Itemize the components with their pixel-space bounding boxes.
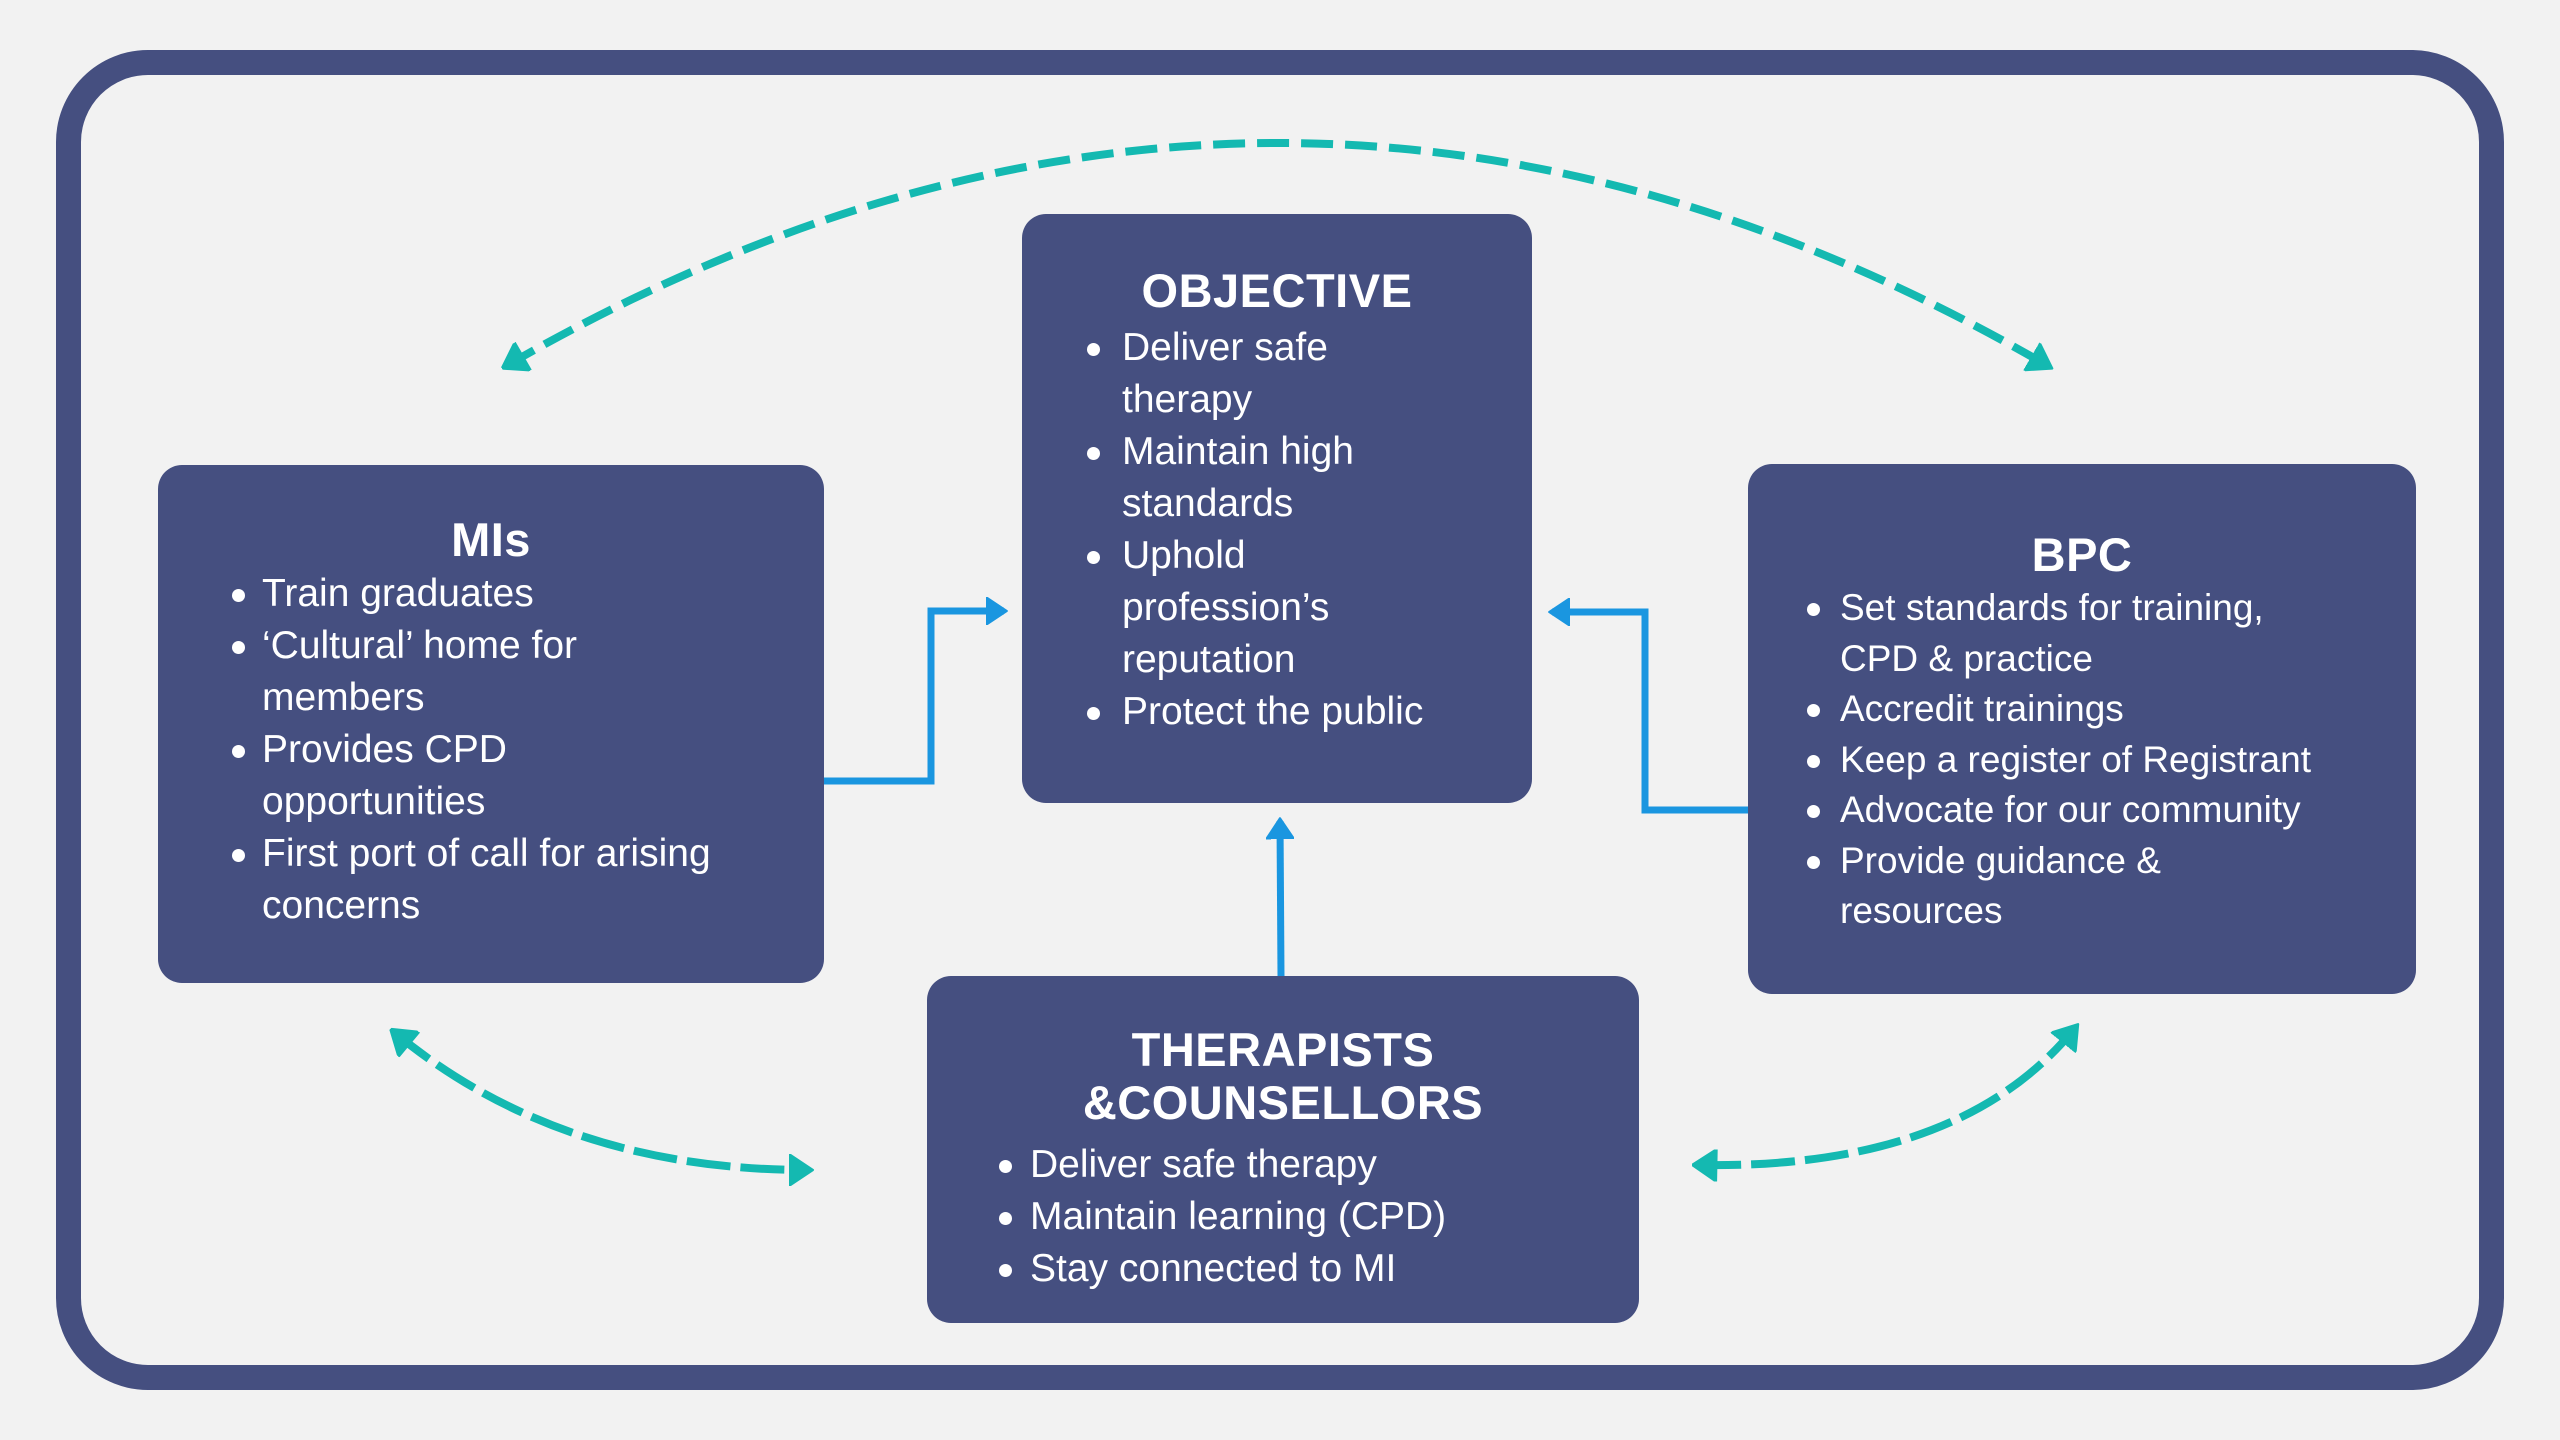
dashed-arrow-mis-therapists (394, 1032, 808, 1170)
mis-bullet-item: ‘Cultural’ home for members (232, 620, 711, 724)
therapists-bullet-item: Maintain learning (CPD) (999, 1191, 1447, 1243)
objective-title-line: OBJECTIVE (1141, 264, 1413, 317)
bpc-bullet-item: Advocate for our community (1807, 785, 2311, 836)
bullet-icon (232, 745, 245, 758)
dashed-arrow-bpc-therapists (1697, 1028, 2075, 1165)
bullet-icon (1087, 447, 1100, 460)
bullet-text-line: reputation (1122, 638, 1296, 681)
outer-frame (56, 50, 2504, 1390)
therapists-bullet-item: Stay connected to MI (999, 1243, 1446, 1295)
bullet-text-line: Stay connected to MI (1030, 1247, 1397, 1290)
connector-therapists-to-objective (1280, 821, 1281, 977)
therapists-title-line: COUNSELLORS (1117, 1076, 1484, 1129)
connector-bpc-to-objective (1552, 612, 1748, 814)
bullet-text-line: Set standards for training, (1840, 587, 2264, 628)
bullet-icon (999, 1160, 1012, 1173)
therapists-title: THERAPISTS &COUNSELLORS (927, 1023, 1639, 1129)
bullet-text-line: Uphold (1122, 534, 1246, 577)
connector-mis-to-objective (824, 611, 1004, 785)
bullet-text-line: Maintain high (1122, 430, 1354, 473)
bpc-box: BPC Set standards for training, CPD & pra… (1748, 464, 2416, 994)
bullet-text-line: Maintain learning (CPD) (1030, 1195, 1447, 1238)
bullet-icon (232, 641, 245, 654)
bullet-text-line: resources (1840, 890, 2003, 931)
therapists-title-line: THERAPISTS & (1082, 1023, 1435, 1129)
bullet-text-line: concerns (262, 884, 421, 927)
bpc-title: BPC (1748, 528, 2416, 581)
bullet-icon (1807, 754, 1820, 768)
bullet-icon (232, 589, 245, 602)
mis-box: MIs Train graduates ‘Cultural’ home for me… (158, 465, 824, 983)
bullet-text-line: opportunities (262, 780, 486, 823)
objective-bullet-item: Uphold profession’s reputation (1087, 530, 1423, 686)
bullet-icon (1087, 707, 1100, 720)
objective-title: OBJECTIVE (1022, 264, 1532, 317)
bullet-text-line: Protect the public (1122, 690, 1424, 733)
bullet-icon (232, 849, 245, 862)
bullet-text-line: CPD & practice (1840, 637, 2093, 679)
bullet-icon (1087, 343, 1100, 356)
bullet-icon (1807, 603, 1820, 616)
bullet-text-line: standards (1122, 482, 1294, 525)
bullet-icon (1087, 551, 1100, 564)
objective-bullet-item: Deliver safe therapy (1087, 322, 1423, 426)
bullet-icon (1807, 805, 1820, 818)
therapists-bullet-item: Deliver safe therapy (999, 1139, 1446, 1191)
mis-bullet-item: First port of call for arising concerns (232, 828, 711, 932)
bullet-icon (1807, 855, 1820, 869)
objective-bullet-item: Maintain high standards (1087, 426, 1423, 530)
bullet-text-line: First port of call for arising (262, 832, 711, 875)
bullet-text-line: Deliver safe (1122, 326, 1328, 369)
bpc-bullet-item: Keep a register of Registrant (1807, 735, 2311, 786)
bullet-text-line: Deliver safe therapy (1030, 1143, 1377, 1186)
bullet-text-line: members (262, 676, 425, 719)
bullet-icon (1807, 704, 1820, 717)
bpc-title-line: BPC (2031, 528, 2133, 581)
mis-bullet-list: Train graduates ‘Cultural’ home for member… (232, 568, 711, 932)
bullet-text-line: therapy (1122, 378, 1253, 421)
therapists-box: THERAPISTS &COUNSELLORS Deliver safe the… (927, 976, 1639, 1323)
bullet-text-line: Train graduates (262, 572, 534, 615)
bullet-text-line: Provide guidance & (1840, 839, 2161, 881)
bullet-text-line: Accredit trainings (1840, 688, 2124, 729)
bullet-text-line: ‘Cultural’ home for (262, 624, 578, 667)
mis-bullet-item: Provides CPD opportunities (232, 724, 711, 828)
objective-bullet-item: Protect the public (1087, 686, 1424, 738)
bpc-bullet-item: Accredit trainings (1807, 684, 2311, 735)
bullet-icon (999, 1264, 1012, 1277)
mis-title-line: MIs (451, 513, 531, 566)
mis-title: MIs (158, 513, 824, 566)
bullet-text-line: Provides CPD (262, 728, 507, 771)
bullet-text-line: Keep a register of Registrant (1840, 738, 2311, 780)
bullet-text-line: profession’s (1122, 586, 1330, 629)
mis-bullet-item: Train graduates (232, 568, 711, 620)
bpc-bullet-item: Set standards for training, CPD & practic… (1807, 583, 2311, 684)
bpc-bullet-list: Set standards for training, CPD & practic… (1807, 583, 2311, 937)
bullet-text-line: Advocate for our community (1840, 789, 2301, 830)
bpc-bullet-item: Provide guidance & resources (1807, 836, 2311, 937)
bullet-icon (999, 1212, 1012, 1225)
dashed-arrow-mis-bpc (506, 139, 2048, 366)
